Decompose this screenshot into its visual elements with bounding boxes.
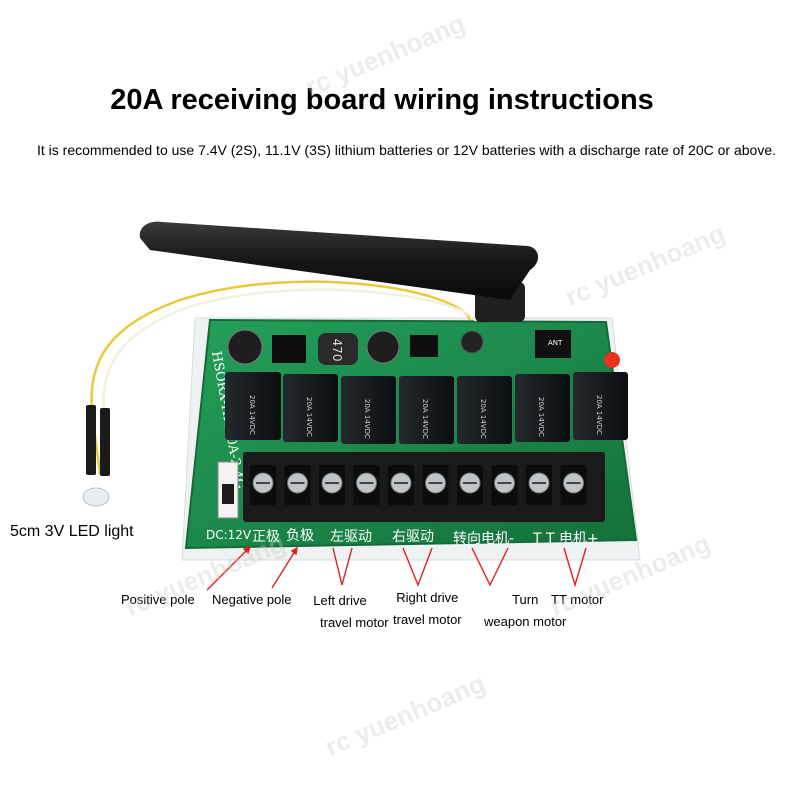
capacitor-3 — [460, 330, 484, 354]
silk-tt: T T 电机+ — [533, 531, 599, 547]
regulator-chip — [272, 335, 306, 363]
silk-left-drive: 左驱动 — [330, 529, 372, 545]
antenna-icon — [139, 221, 539, 300]
capacitor-2 — [366, 330, 400, 364]
turn-label: Turn weapon motor — [484, 589, 566, 633]
relay-marking: 20A 14VDC — [479, 399, 487, 439]
turn-label-line1: Turn — [512, 592, 539, 607]
led-bulb-icon — [82, 487, 110, 507]
terminal-screws — [250, 465, 587, 505]
relay: 20A 14VDC — [457, 376, 512, 444]
left-drive-label: Left drive travel motor — [310, 590, 389, 634]
left-drive-label-line1: Left drive — [313, 593, 367, 608]
inductor-marking: 470 — [330, 339, 344, 362]
antenna-label: ANT — [548, 339, 563, 347]
right-drive-label-line1: Right drive — [396, 590, 459, 605]
arrow-left-drive — [332, 547, 353, 586]
relay-marking: 20A 14VDC — [363, 399, 371, 439]
arrow-right-drive — [402, 547, 433, 587]
tt-motor-label: TT motor — [551, 592, 604, 607]
relay: 20A 14VDC — [573, 372, 628, 440]
relay: 20A 14VDC — [515, 374, 570, 442]
page-subtitle: It is recommended to use 7.4V (2S), 11.1… — [37, 142, 776, 158]
silk-right-drive: 右驱动 — [392, 529, 434, 545]
right-drive-label-line2: travel motor — [393, 612, 462, 627]
arrow-negative — [271, 547, 298, 589]
silk-dc: DC:12V — [206, 528, 252, 542]
positive-pole-label: Positive pole — [121, 592, 195, 607]
receiver-chip — [535, 330, 571, 358]
capacitor-1 — [227, 329, 263, 365]
right-drive-label: Right drive travel motor — [393, 587, 462, 631]
page-title: 20A receiving board wiring instructions — [0, 84, 800, 117]
arrow-negative-head — [290, 546, 298, 556]
relay-marking: 20A 14VDC — [248, 395, 256, 435]
relay-row: 20A 14VDC 20A 14VDC 20A 14VDC 20A 14VDC … — [225, 372, 628, 444]
arrow-positive — [206, 546, 251, 591]
silk-turn: 转向电机- — [453, 531, 515, 547]
relay-marking: 20A 14VDC — [537, 397, 545, 437]
inductor — [318, 333, 358, 365]
relay-marking: 20A 14VDC — [595, 395, 603, 435]
arrow-tt — [563, 547, 587, 588]
negative-pole-label: Negative pole — [212, 592, 292, 607]
left-drive-label-line2: travel motor — [320, 615, 389, 630]
relay: 20A 14VDC — [225, 372, 281, 440]
relay: 20A 14VDC — [399, 376, 454, 444]
page-title-text: 20A receiving board wiring instructions — [110, 84, 654, 116]
arrow-positive-head — [242, 545, 252, 555]
mosfet — [410, 335, 438, 357]
led-label: 5cm 3V LED light — [10, 523, 134, 540]
relay-marking: 20A 14VDC — [305, 397, 313, 437]
status-led-icon — [604, 352, 620, 368]
relay-marking: 20A 14VDC — [421, 399, 429, 439]
silk-negative: 负极 — [286, 528, 314, 544]
heatshrink-2 — [100, 408, 110, 476]
turn-label-line2: weapon motor — [484, 614, 567, 629]
power-switch-lever — [222, 484, 234, 504]
relay: 20A 14VDC — [341, 376, 396, 444]
silk-positive: 正极 — [252, 529, 280, 545]
relay: 20A 14VDC — [283, 374, 338, 442]
arrow-turn — [471, 547, 509, 587]
heatshrink-1 — [86, 405, 96, 475]
